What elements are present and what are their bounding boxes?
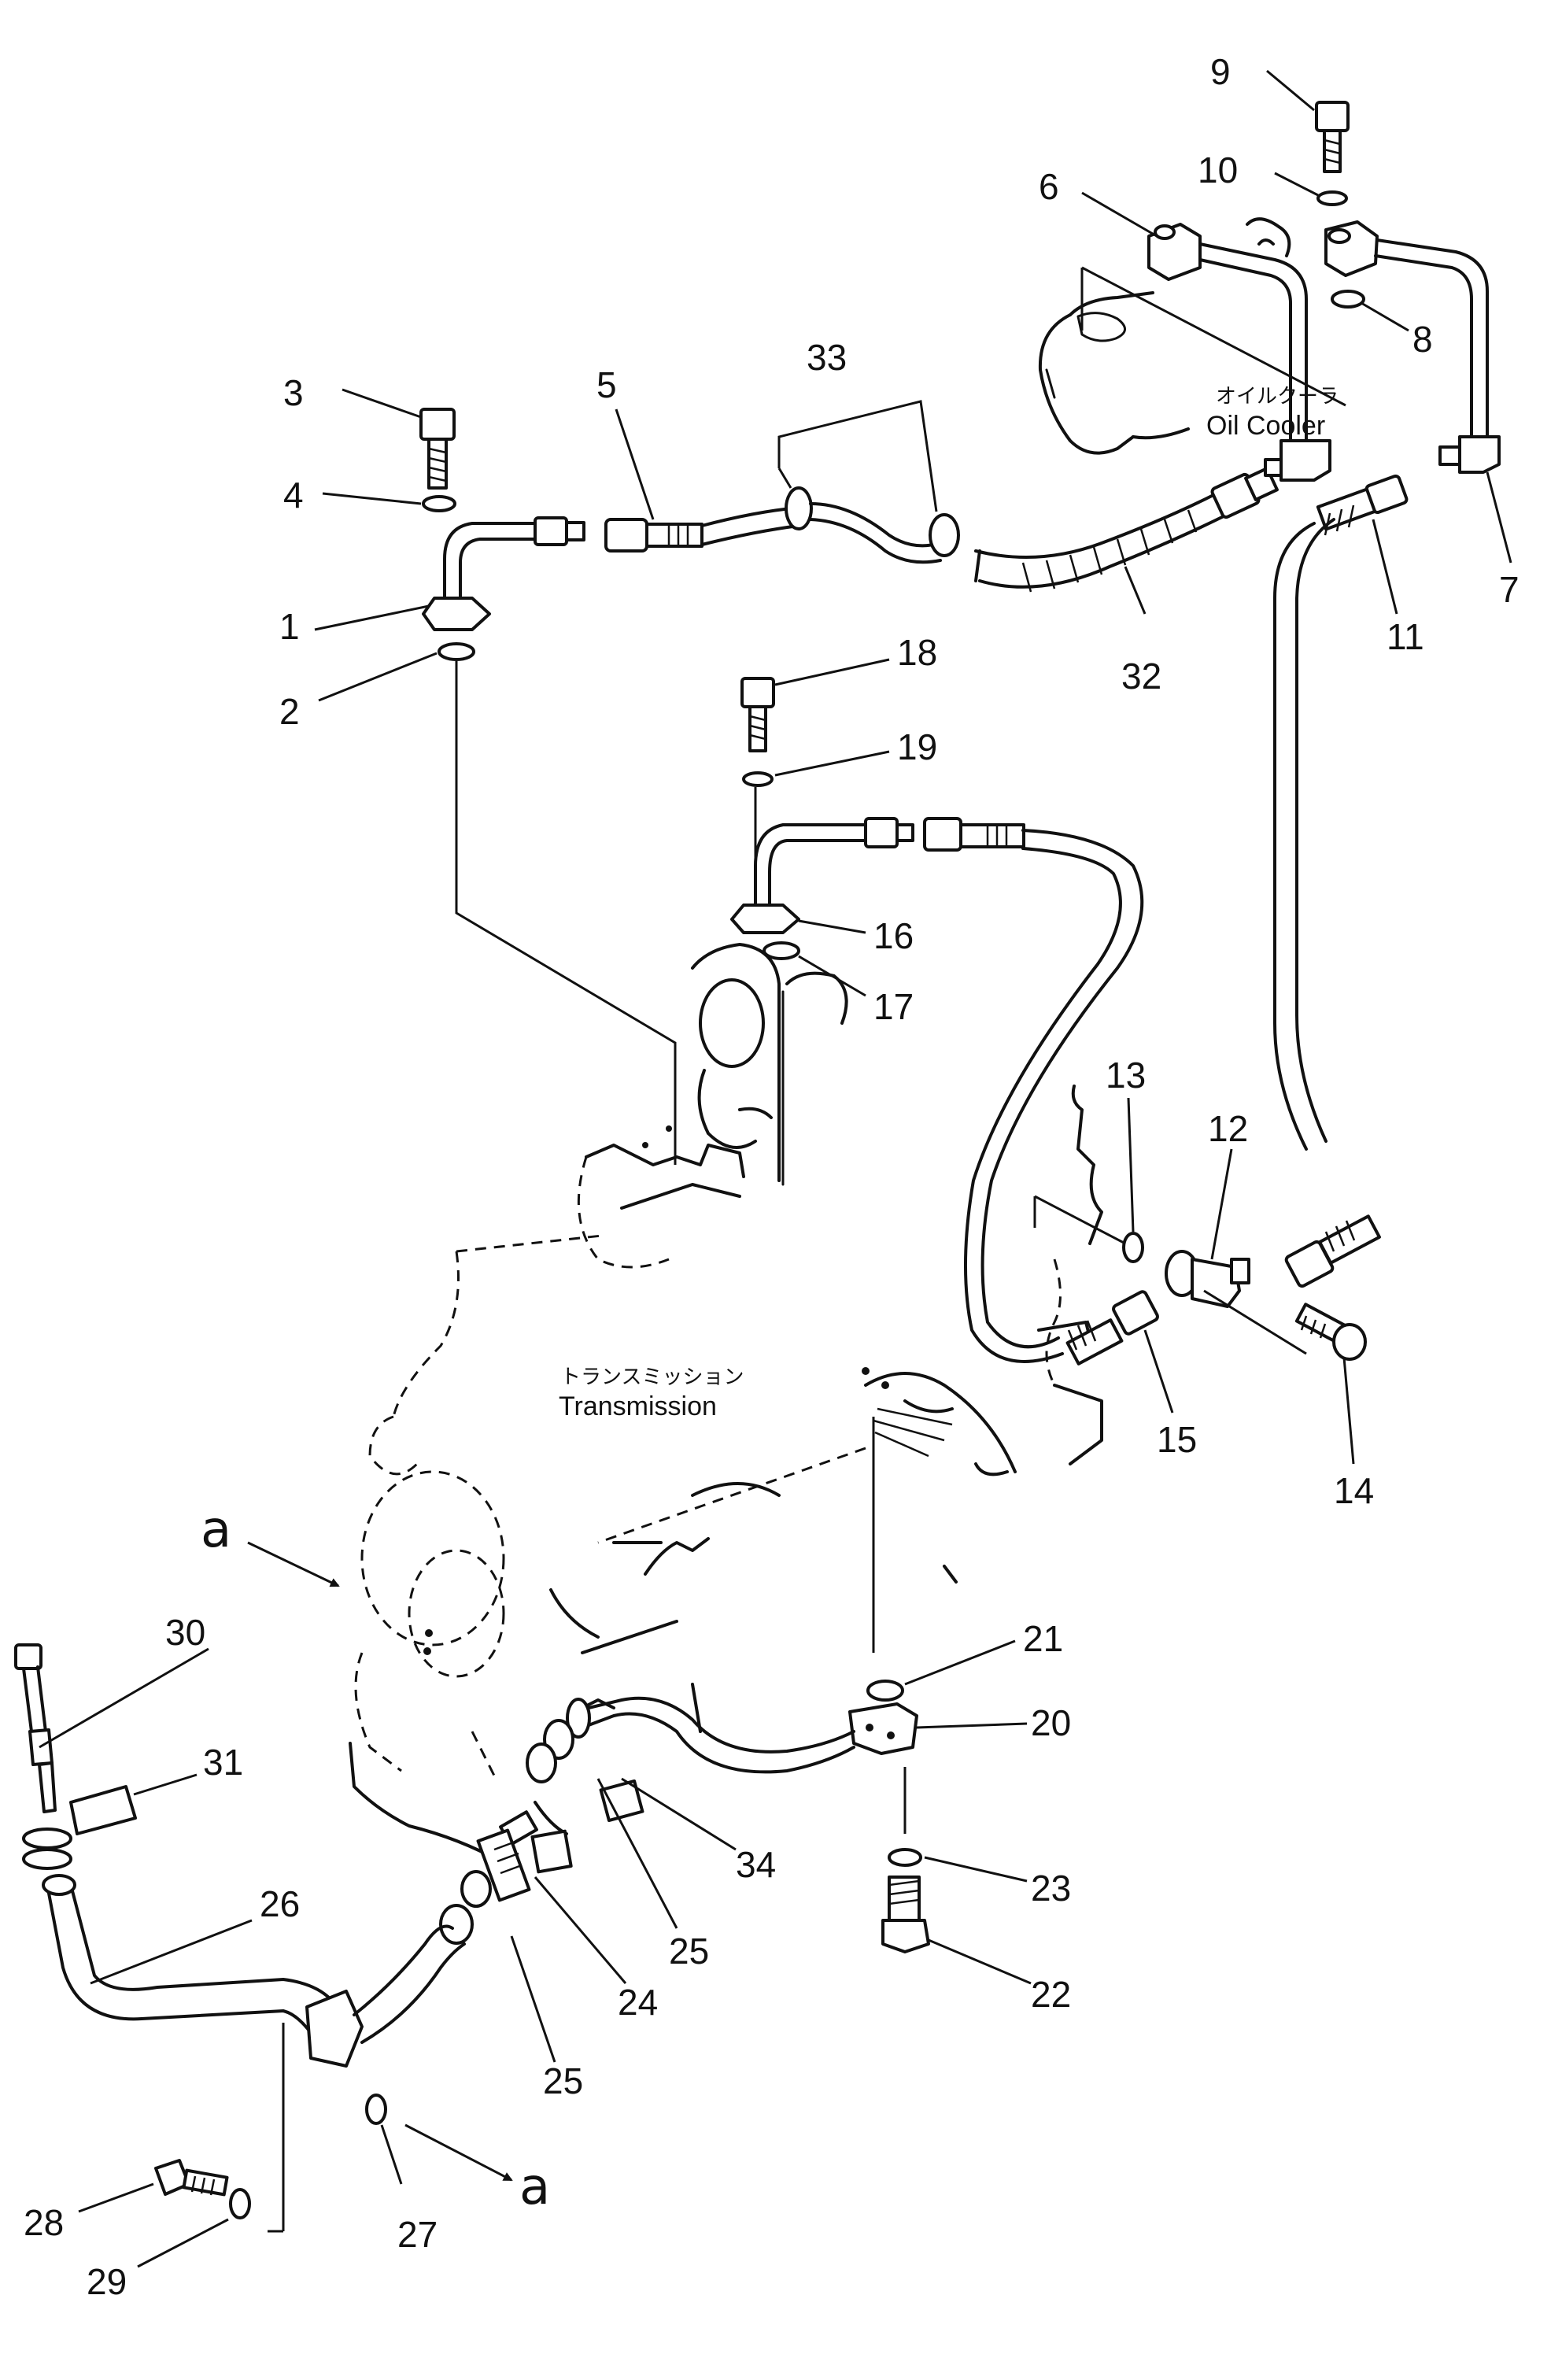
callout-7: 7 bbox=[1499, 569, 1520, 610]
callout-29: 29 bbox=[87, 2261, 127, 2302]
callout-26: 26 bbox=[260, 1883, 300, 1924]
oil-cooler-label-jp: オイルクーラ bbox=[1216, 384, 1339, 408]
callout-34: 34 bbox=[736, 1844, 776, 1885]
callout-3: 3 bbox=[283, 372, 304, 413]
callout-23: 23 bbox=[1031, 1868, 1071, 1909]
callout-8: 8 bbox=[1412, 319, 1433, 360]
callout-28: 28 bbox=[24, 2202, 64, 2243]
callout-17: 17 bbox=[873, 986, 914, 1027]
callout-22: 22 bbox=[1031, 1974, 1071, 2015]
callout-24: 24 bbox=[618, 1982, 658, 2023]
transmission-label-jp: トランスミッション bbox=[560, 1365, 744, 1388]
callout-1: 1 bbox=[279, 606, 300, 647]
callout-32: 32 bbox=[1121, 656, 1161, 697]
connector-block bbox=[1033, 1195, 1381, 1361]
callout-2: 2 bbox=[279, 691, 300, 732]
callout-33: 33 bbox=[807, 337, 847, 378]
callout-18: 18 bbox=[897, 632, 937, 673]
callout-11: 11 bbox=[1387, 616, 1424, 657]
callout-15: 15 bbox=[1157, 1419, 1197, 1460]
callout-12: 12 bbox=[1208, 1108, 1248, 1149]
view-markers: a a bbox=[201, 1501, 550, 2216]
dipstick-tube bbox=[14, 1643, 466, 2233]
callout-labels: 9 10 6 8 33 3 5 4 7 1 11 32 2 18 19 16 1… bbox=[24, 51, 1520, 2302]
oil-cooler: オイルクーラ Oil Cooler bbox=[1038, 217, 1346, 455]
transmission-label-en: Transmission bbox=[559, 1391, 717, 1421]
callout-27: 27 bbox=[397, 2214, 438, 2255]
view-marker-a-bottom: a bbox=[519, 2158, 550, 2216]
callout-13: 13 bbox=[1106, 1055, 1146, 1096]
transmission-housing: トランスミッション Transmission bbox=[349, 943, 1103, 1875]
callout-5: 5 bbox=[596, 364, 617, 405]
leader-lines bbox=[39, 69, 1512, 2268]
callout-14: 14 bbox=[1334, 1470, 1374, 1511]
cooler-inlet-line bbox=[419, 408, 1279, 1165]
transmission-return-line bbox=[730, 677, 1159, 1366]
callout-30: 30 bbox=[165, 1612, 205, 1653]
callout-21: 21 bbox=[1023, 1618, 1063, 1659]
callout-10: 10 bbox=[1198, 150, 1238, 190]
cooler-outlet-lines bbox=[1147, 101, 1501, 1151]
callout-31: 31 bbox=[203, 1742, 243, 1783]
callout-16: 16 bbox=[873, 915, 914, 956]
lower-drain-line bbox=[439, 1417, 930, 1953]
callout-6: 6 bbox=[1039, 166, 1059, 207]
callout-25-lower: 25 bbox=[543, 2060, 583, 2101]
callout-19: 19 bbox=[897, 726, 937, 767]
callout-25-upper: 25 bbox=[669, 1931, 709, 1972]
callout-20: 20 bbox=[1031, 1702, 1071, 1743]
callout-4: 4 bbox=[283, 475, 304, 516]
view-marker-a-top: a bbox=[201, 1501, 231, 1559]
callout-9: 9 bbox=[1210, 51, 1231, 92]
